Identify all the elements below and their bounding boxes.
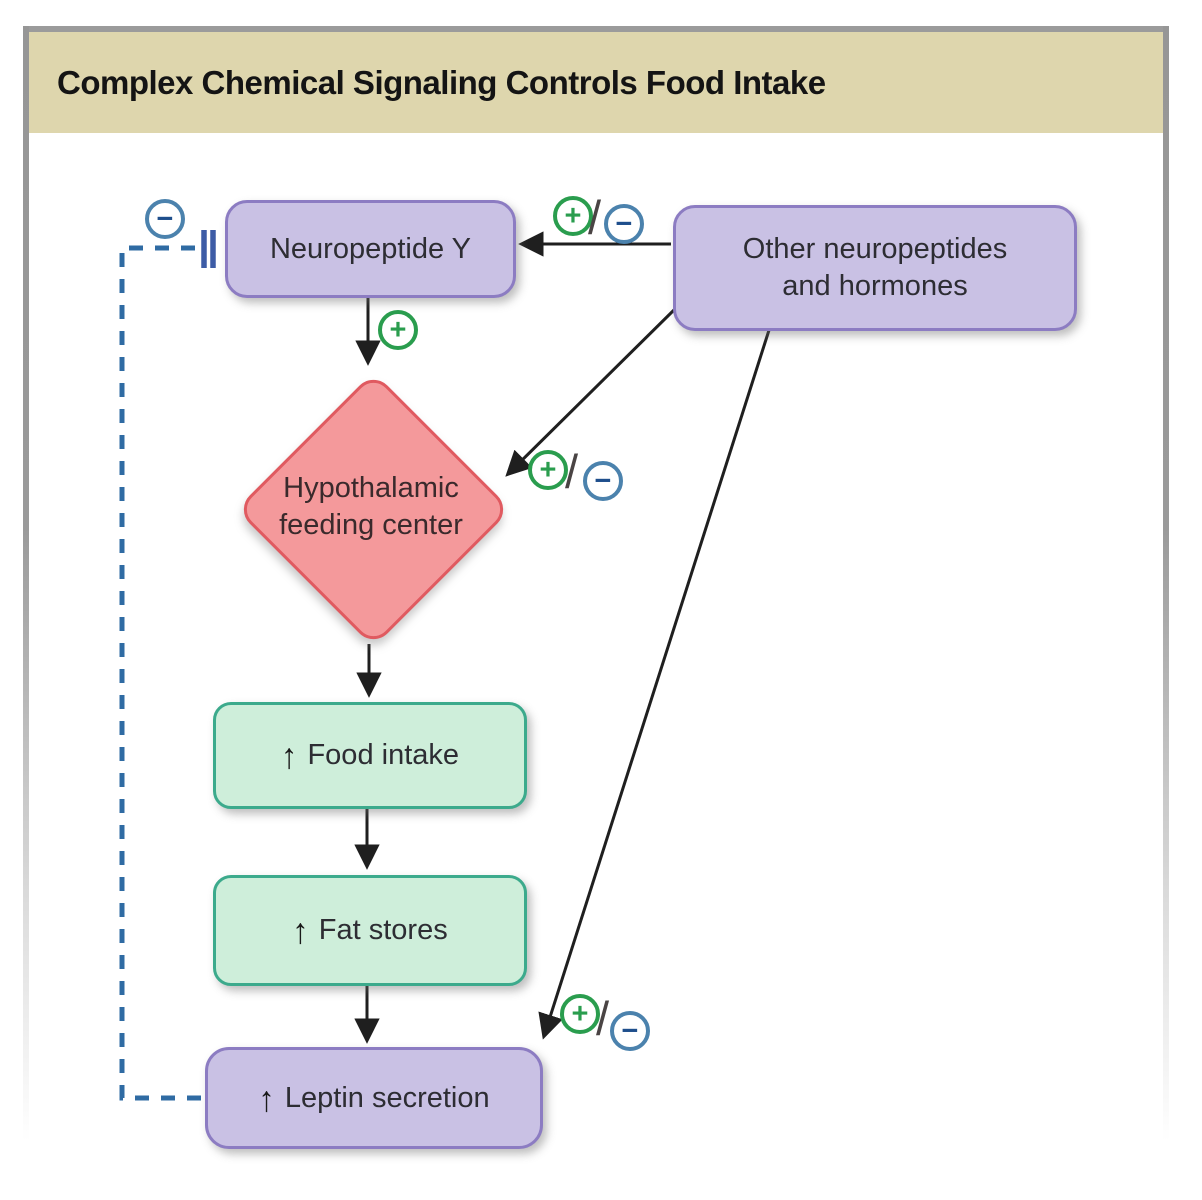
slash-separator: / (565, 445, 579, 498)
node-label: Neuropeptide Y (269, 232, 471, 265)
node-label-line1: Other neuropeptides (742, 233, 1008, 265)
minus-icon: − (583, 461, 623, 501)
edge-other-to-hfc (505, 305, 679, 477)
node-leptin-secretion: ↑ Leptin secretion (205, 1047, 543, 1149)
slash-separator: / (588, 191, 602, 244)
plus-icon: + (378, 310, 418, 350)
node-label: Hypothalamic feeding center (240, 470, 502, 544)
increase-arrow-icon: ↑ (258, 1078, 275, 1118)
node-label-line2: feeding center (279, 509, 463, 541)
node-label-line2: and hormones (782, 270, 968, 302)
frame-border-top (23, 26, 1169, 32)
increase-arrow-icon: ↑ (292, 910, 309, 951)
minus-icon: − (604, 204, 644, 244)
plus-icon: + (560, 994, 600, 1034)
plus-icon: + (528, 450, 568, 490)
increase-arrow-icon: ↑ (280, 735, 298, 776)
node-food-intake: ↑ Food intake (213, 702, 527, 809)
minus-icon: − (610, 1011, 650, 1051)
slash-separator: / (596, 992, 610, 1045)
plus-icon: + (553, 196, 593, 236)
node-label: Fat stores (318, 914, 448, 946)
minus-icon: − (145, 199, 185, 239)
figure-title: Complex Chemical Signaling Controls Food… (57, 63, 826, 101)
edge-other-to-leptin (538, 326, 772, 1040)
node-label: Leptin secretion (284, 1081, 490, 1114)
node-other-neuropeptides: Other neuropeptides and hormones (673, 205, 1077, 331)
edge-leptin-feedback-dashed (119, 245, 201, 1101)
node-label: Other neuropeptides and hormones (743, 231, 1007, 305)
node-fat-stores: ↑ Fat stores (213, 875, 527, 986)
node-label-line1: Hypothalamic (283, 472, 459, 504)
node-label: Food intake (307, 739, 460, 771)
frame-border-left (23, 26, 29, 1141)
title-bar: Complex Chemical Signaling Controls Food… (29, 32, 1163, 133)
node-neuropeptide-y: Neuropeptide Y (225, 200, 516, 298)
frame-border-right (1163, 26, 1169, 1141)
